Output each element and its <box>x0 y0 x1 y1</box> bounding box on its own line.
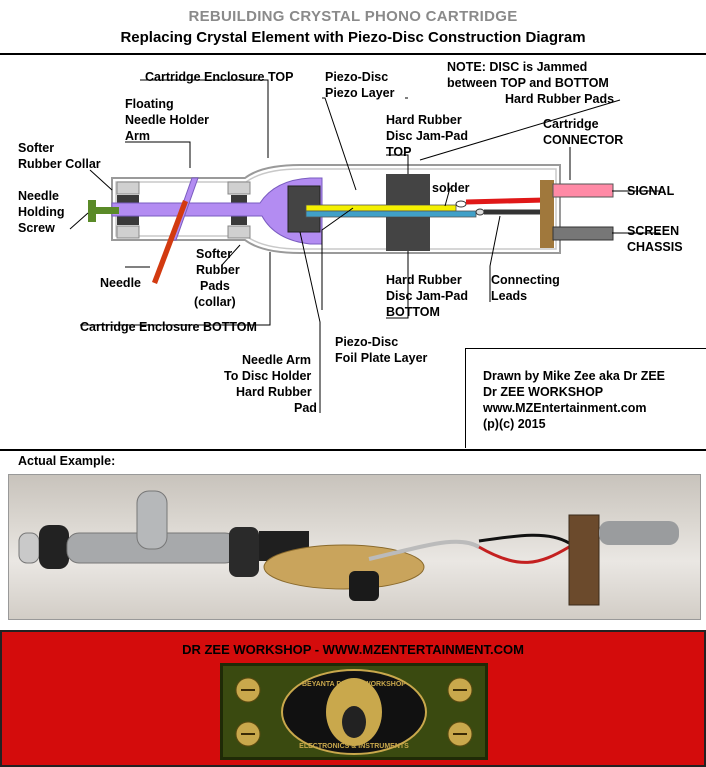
svg-text:CONNECTOR: CONNECTOR <box>543 133 623 147</box>
svg-text:(collar): (collar) <box>194 295 236 309</box>
svg-text:Needle Holder: Needle Holder <box>125 113 209 127</box>
screen-pin <box>552 226 614 241</box>
foil-plate-layer <box>305 210 477 218</box>
cartridge-connector <box>540 180 554 248</box>
solder-joint <box>455 200 467 208</box>
needle-holding-screw <box>88 200 96 222</box>
photo-illustration <box>18 490 679 606</box>
svg-text:Leads: Leads <box>491 289 527 303</box>
svg-text:Softer: Softer <box>196 247 232 261</box>
svg-text:Piezo-Disc: Piezo-Disc <box>335 335 398 349</box>
page-title: REBUILDING CRYSTAL PHONO CARTRIDGE <box>188 8 518 25</box>
needle <box>152 200 188 284</box>
svg-text:BEYANTA DR ZEE WORKSHOP: BEYANTA DR ZEE WORKSHOP <box>302 681 406 688</box>
svg-text:TOP: TOP <box>386 145 411 159</box>
label-signal: SIGNAL <box>627 184 675 198</box>
svg-text:Hard Rubber: Hard Rubber <box>386 113 462 127</box>
svg-text:To Disc Holder: To Disc Holder <box>224 369 311 383</box>
svg-text:Foil Plate Layer: Foil Plate Layer <box>335 351 428 365</box>
credit-box: Drawn by Mike Zee aka Dr ZEE Dr ZEE WORK… <box>465 348 706 448</box>
svg-text:Floating: Floating <box>125 97 174 111</box>
svg-text:Softer: Softer <box>18 141 54 155</box>
photo-caption: Actual Example: <box>18 454 116 468</box>
svg-text:Rubber Collar: Rubber Collar <box>18 157 101 171</box>
photo-divider <box>0 449 706 451</box>
svg-text:Disc Jam-Pad: Disc Jam-Pad <box>386 129 468 143</box>
actual-example-photo <box>8 474 701 620</box>
signal-pin <box>552 183 614 198</box>
construction-diagram: Cartridge Enclosure TOP Floating Needle … <box>18 60 683 415</box>
svg-text:Holding: Holding <box>18 205 65 219</box>
svg-text:Rubber: Rubber <box>196 263 240 277</box>
rubber-collar-left <box>116 181 140 195</box>
jam-pad-top <box>386 174 430 205</box>
label-solder: solder <box>432 181 470 195</box>
svg-text:Pads: Pads <box>200 279 230 293</box>
cartridge-enclosure <box>111 164 561 254</box>
svg-text:Pad: Pad <box>294 401 317 415</box>
svg-text:Screw: Screw <box>18 221 55 235</box>
rubber-collar-right <box>227 181 251 195</box>
svg-text:Connecting: Connecting <box>491 273 560 287</box>
svg-text:Piezo Layer: Piezo Layer <box>325 86 395 100</box>
workshop-logo: BEYANTA DR ZEE WORKSHOP ELECTRONICS & IN… <box>235 669 473 755</box>
svg-text:Hard Rubber Pads: Hard Rubber Pads <box>505 92 614 106</box>
label-needle: Needle <box>100 276 141 290</box>
note-line-1: NOTE: DISC is Jammed <box>447 60 587 74</box>
svg-text:Piezo-Disc: Piezo-Disc <box>325 70 388 84</box>
svg-text:Hard Rubber: Hard Rubber <box>236 385 312 399</box>
svg-text:Cartridge: Cartridge <box>543 117 599 131</box>
workshop-banner: DR ZEE WORKSHOP - WWW.MZENTERTAINMENT.CO… <box>0 630 706 767</box>
svg-text:Disc Jam-Pad: Disc Jam-Pad <box>386 289 468 303</box>
svg-text:SCREEN: SCREEN <box>627 224 679 238</box>
page-subtitle: Replacing Crystal Element with Piezo-Dis… <box>120 29 586 46</box>
svg-text:between TOP and BOTTOM: between TOP and BOTTOM <box>447 76 609 90</box>
workshop-logo-plaque: BEYANTA DR ZEE WORKSHOP ELECTRONICS & IN… <box>220 663 488 760</box>
jam-pad-bottom <box>386 217 430 251</box>
banner-title: DR ZEE WORKSHOP - WWW.MZENTERTAINMENT.CO… <box>182 642 524 657</box>
svg-text:Needle: Needle <box>18 189 59 203</box>
svg-text:Needle Arm: Needle Arm <box>242 353 311 367</box>
svg-text:Arm: Arm <box>125 129 150 143</box>
label-enclosure-bottom: Cartridge Enclosure BOTTOM <box>80 320 257 334</box>
signal-lead <box>465 197 546 205</box>
label-enclosure-top: Cartridge Enclosure TOP <box>145 70 293 84</box>
svg-text:ELECTRONICS & INSTRUMENTS: ELECTRONICS & INSTRUMENTS <box>299 743 409 750</box>
svg-text:Hard Rubber: Hard Rubber <box>386 273 462 287</box>
top-divider <box>0 53 706 55</box>
piezo-layer <box>305 204 457 212</box>
svg-text:BOTTOM: BOTTOM <box>386 305 440 319</box>
svg-text:CHASSIS: CHASSIS <box>627 240 683 254</box>
